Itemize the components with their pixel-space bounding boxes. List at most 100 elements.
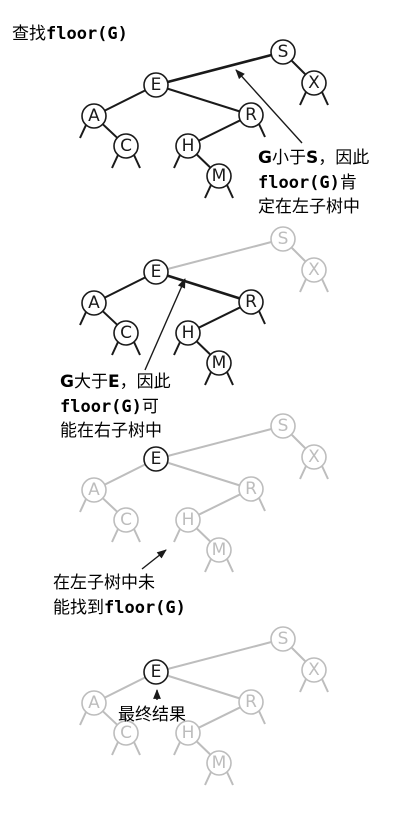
panel-2-note-line1: G大于E，因此: [60, 372, 171, 392]
node-e-circle: [143, 446, 169, 472]
node-x-label: X: [308, 73, 320, 93]
null-link-m: [226, 771, 234, 786]
edge-h-m: [195, 527, 212, 543]
null-link-r: [258, 710, 266, 725]
node-m-circle: [206, 350, 232, 376]
panel-1-arrow: [235, 69, 303, 144]
edge-a-c: [102, 310, 118, 326]
node-a-circle: [81, 477, 107, 503]
null-link-a: [79, 498, 87, 513]
node-e-label: E: [151, 449, 162, 469]
node-x-circle: [301, 444, 327, 470]
node-e-circle: [143, 259, 169, 285]
null-link-m: [226, 371, 234, 386]
null-link-m: [204, 184, 212, 199]
node-h-label: H: [182, 136, 195, 156]
node-s-circle: [270, 413, 296, 439]
edge-a-c: [102, 497, 118, 513]
node-c-label: C: [120, 510, 132, 530]
node-s-label: S: [278, 229, 289, 249]
panel-3-note-line1: 在左子树中未: [53, 573, 155, 593]
null-link-x: [299, 678, 307, 693]
node-c-label: C: [120, 723, 132, 743]
node-s-circle: [270, 626, 296, 652]
null-link-r: [258, 497, 266, 512]
node-x-circle: [301, 70, 327, 96]
node-s-label: S: [278, 629, 289, 649]
panel-2-arrow: [144, 278, 186, 371]
title-code: floor(G): [46, 24, 128, 44]
null-link-c: [111, 341, 119, 356]
node-m-circle: [206, 537, 232, 563]
node-h-circle: [175, 507, 201, 533]
node-x-circle: [301, 657, 327, 683]
edge-a-c: [102, 123, 118, 139]
node-s-label: S: [278, 42, 289, 62]
null-link-m: [204, 558, 212, 573]
node-h-label: H: [182, 323, 195, 343]
null-link-x: [321, 91, 329, 106]
edge-h-m: [195, 153, 212, 169]
node-e-label: E: [151, 662, 162, 682]
node-c-circle: [113, 507, 139, 533]
edge-r-h: [198, 306, 241, 329]
null-link-x: [299, 465, 307, 480]
null-link-x: [321, 678, 329, 693]
edge-s-e: [167, 53, 272, 84]
null-link-m: [226, 558, 234, 573]
node-r-label: R: [245, 292, 257, 312]
panel-2-note-line2: floor(G)可: [60, 397, 159, 417]
panel-3-arrow: [141, 549, 167, 570]
null-link-r: [258, 310, 266, 325]
null-link-c: [133, 528, 141, 543]
null-link-m: [204, 371, 212, 386]
node-m-label: M: [212, 353, 227, 373]
edge-s-x: [290, 433, 307, 450]
node-m-label: M: [212, 753, 227, 773]
node-h-label: H: [182, 723, 195, 743]
node-s-label: S: [278, 416, 289, 436]
node-e-circle: [143, 72, 169, 98]
null-link-c: [133, 341, 141, 356]
panel-1-note-line2: floor(G)肯: [258, 173, 357, 193]
node-c-label: C: [120, 136, 132, 156]
edge-e-a: [104, 276, 146, 299]
null-link-a: [79, 124, 87, 139]
node-m-label: M: [212, 540, 227, 560]
null-link-h: [173, 341, 181, 356]
node-h-circle: [175, 133, 201, 159]
edge-h-m: [195, 340, 212, 356]
node-r-label: R: [245, 105, 257, 125]
null-link-m: [204, 771, 212, 786]
node-r-circle: [238, 476, 264, 502]
node-a-circle: [81, 290, 107, 316]
edge-r-h: [198, 706, 241, 729]
null-link-h: [173, 528, 181, 543]
null-link-h: [173, 154, 181, 169]
node-x-circle: [301, 257, 327, 283]
edge-e-r: [167, 674, 240, 700]
title-prefix: 查找: [12, 24, 46, 44]
null-link-c: [111, 154, 119, 169]
node-c-circle: [113, 320, 139, 346]
edge-s-x: [290, 246, 307, 263]
null-link-h: [173, 741, 181, 756]
edge-s-e: [167, 241, 272, 270]
edge-s-e: [167, 641, 272, 670]
edge-s-x: [290, 59, 307, 76]
edge-e-a: [104, 89, 146, 112]
node-e-circle: [143, 659, 169, 685]
node-r-label: R: [245, 692, 257, 712]
node-r-circle: [238, 102, 264, 128]
null-link-c: [133, 154, 141, 169]
null-link-c: [111, 741, 119, 756]
node-m-circle: [206, 750, 232, 776]
edge-e-r: [167, 461, 240, 487]
null-link-a: [79, 311, 87, 326]
null-link-x: [321, 465, 329, 480]
